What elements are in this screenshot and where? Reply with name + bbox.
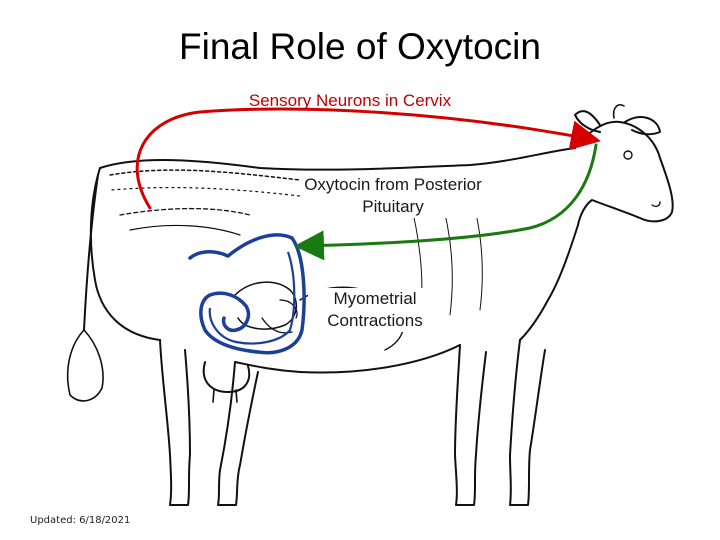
cow-tail-switch: [66, 329, 104, 402]
cow-back-line: [99, 147, 576, 171]
cow-gut-2: [129, 224, 241, 236]
sensory-arrow: [135, 107, 601, 210]
cow-nostril: [651, 201, 661, 208]
label-myometrial-contractions: Myometrial Contractions: [308, 288, 442, 332]
updated-date: Updated: 6/18/2021: [30, 515, 131, 526]
cow-eye: [623, 150, 633, 160]
cow-hind-leg-2: [159, 339, 191, 506]
cow-udder: [202, 361, 251, 393]
cow-rump: [89, 167, 161, 341]
label-oxytocin-source: Oxytocin from Posterior Pituitary: [300, 174, 486, 218]
label-sensory-neurons: Sensory Neurons in Cervix: [248, 91, 452, 110]
cow-ear-right: [624, 116, 661, 136]
cow-dewlap: [519, 224, 579, 341]
cow-teat-1: [212, 389, 215, 403]
uterus-outline: [188, 233, 306, 355]
fetus-leg: [261, 317, 293, 334]
slide-title: Final Role of Oxytocin: [179, 26, 541, 67]
cow-belly: [234, 344, 461, 374]
cow-spine: [109, 169, 301, 181]
cow-teat-2: [235, 389, 238, 403]
cow-front-leg-1: [509, 339, 546, 506]
cow-gut: [119, 207, 251, 216]
cow-spine-2: [111, 186, 301, 197]
cow-tail: [83, 174, 99, 331]
cow-hind-leg-1: [217, 361, 259, 506]
cow-front-leg-2: [454, 344, 487, 506]
cow-horn: [612, 103, 625, 119]
oxytocin-arrow: [294, 143, 598, 261]
cow-head: [574, 120, 674, 226]
uterus-inner: [208, 251, 296, 345]
fetus-body: [234, 281, 297, 330]
